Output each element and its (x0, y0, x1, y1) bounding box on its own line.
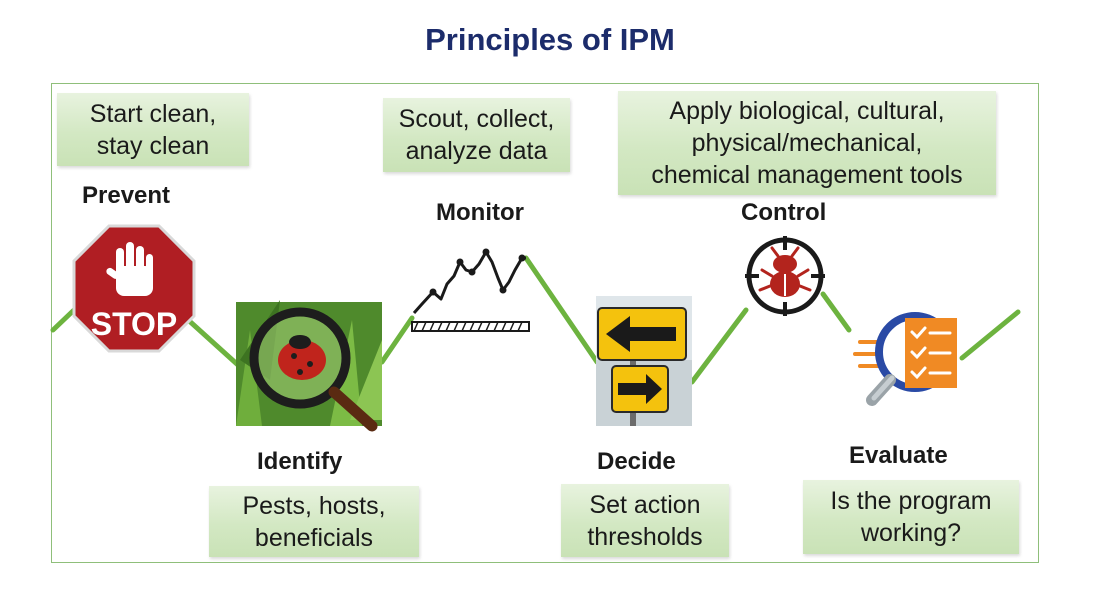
zigzag-path (50, 255, 1021, 385)
checklist-magnifier-icon (853, 312, 957, 406)
direction-arrows-icon (596, 296, 692, 426)
diagram-frame (51, 83, 1039, 563)
step-label-decide: Decide (597, 448, 676, 475)
monitor-description: Scout, collect,analyze data (383, 98, 570, 172)
bug-target-icon (745, 236, 825, 316)
diagram-title: Principles of IPM (425, 22, 675, 57)
control-description: Apply biological, cultural,physical/mech… (618, 91, 996, 195)
prevent-description: Start clean,stay clean (57, 93, 249, 166)
step-label-control: Control (741, 199, 827, 226)
identify-description: Pests, hosts,beneficials (209, 486, 419, 557)
line-graph-icon (411, 248, 530, 332)
step-label-identify: Identify (257, 448, 343, 475)
step-label-evaluate: Evaluate (849, 442, 948, 469)
stop-sign-icon: STOP (72, 224, 196, 353)
step-label-monitor: Monitor (436, 199, 524, 226)
stop-sign-text: STOP (91, 306, 178, 342)
magnifier-ladybug-icon (236, 300, 382, 432)
step-label-prevent: Prevent (82, 182, 171, 209)
